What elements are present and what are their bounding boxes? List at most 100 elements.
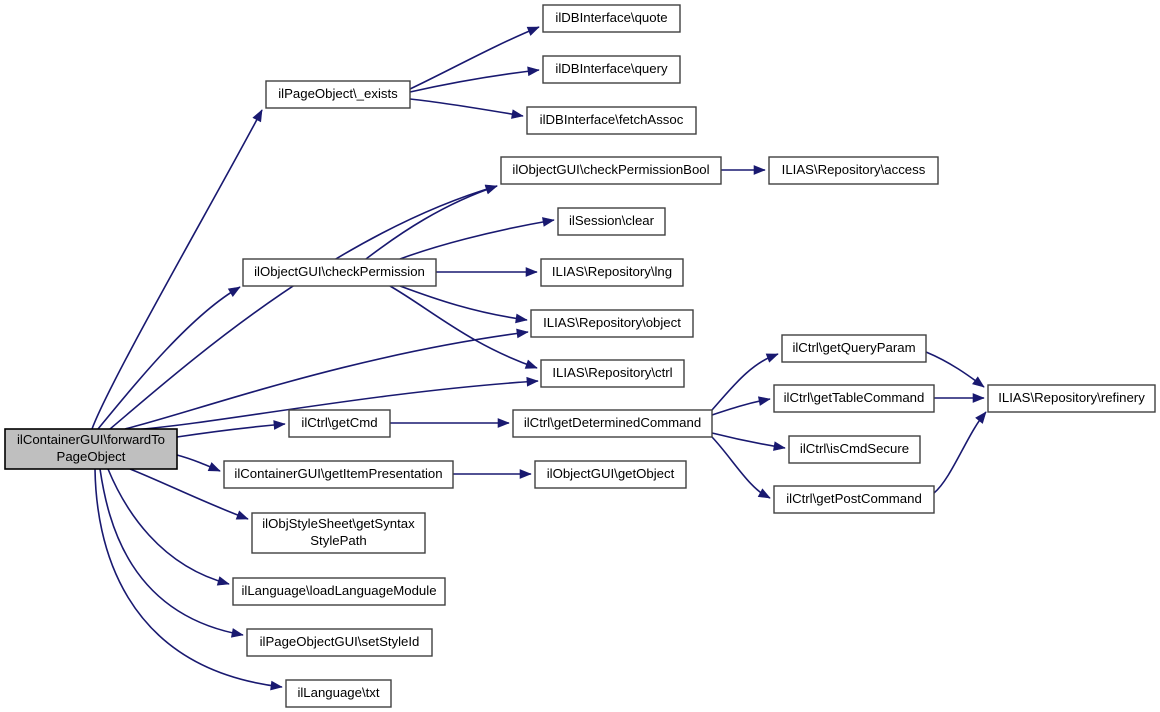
arrow-head-icon: [972, 393, 985, 403]
arrow-head-icon: [216, 576, 230, 586]
edge-line: [107, 468, 230, 585]
node-quote[interactable]: ilDBInterface\quote: [542, 4, 681, 33]
node-label: ilContainerGUI\getItemPresentation: [234, 466, 442, 481]
edge-getpostcommand-to-refinery: [933, 411, 987, 494]
arrow-head-icon: [511, 109, 524, 119]
node-label: ilCtrl\getQueryParam: [792, 340, 915, 355]
node-box[interactable]: [223, 460, 454, 489]
edge-exists-to-query: [409, 66, 540, 93]
node-exists[interactable]: ilPageObject\_exists: [265, 80, 411, 109]
node-query[interactable]: ilDBInterface\query: [542, 55, 681, 84]
node-getitempresentation[interactable]: ilContainerGUI\getItemPresentation: [223, 460, 454, 489]
node-box[interactable]: [232, 577, 446, 606]
node-ctrl[interactable]: ILIAS\Repository\ctrl: [540, 359, 685, 388]
node-box[interactable]: [542, 4, 681, 33]
arrow-head-icon: [497, 418, 510, 428]
node-label: ilPageObjectGUI\setStyleId: [260, 634, 420, 649]
arrow-head-icon: [524, 359, 538, 369]
edge-line: [124, 331, 529, 430]
edge-root-to-getsyntaxstylepath: [129, 468, 249, 520]
edge-getqueryparam-to-refinery: [925, 351, 985, 388]
node-box[interactable]: [987, 384, 1156, 413]
edge-line: [176, 423, 286, 438]
edge-line: [129, 380, 539, 431]
node-getdeterminedcommand[interactable]: ilCtrl\getDeterminedCommand: [512, 409, 713, 438]
node-gettablecommand[interactable]: ilCtrl\getTableCommand: [773, 384, 935, 413]
edge-root-to-ctrl: [129, 376, 539, 431]
node-box[interactable]: [781, 334, 927, 363]
node-refinery[interactable]: ILIAS\Repository\refinery: [987, 384, 1156, 413]
node-checkpermissionbool[interactable]: ilObjectGUI\checkPermissionBool: [500, 156, 722, 185]
edge-exists-to-quote: [409, 26, 540, 90]
node-checkpermission[interactable]: ilObjectGUI\checkPermission: [242, 258, 437, 287]
node-getqueryparam[interactable]: ilCtrl\getQueryParam: [781, 334, 927, 363]
node-iscmdsecure[interactable]: ilCtrl\isCmdSecure: [788, 435, 921, 464]
edge-line: [711, 436, 771, 499]
node-getcmd[interactable]: ilCtrl\getCmd: [288, 409, 391, 438]
edge-line: [409, 98, 524, 117]
node-label: ilPageObject\_exists: [278, 86, 398, 101]
node-box[interactable]: [530, 309, 694, 338]
edge-line: [99, 468, 244, 636]
node-object[interactable]: ILIAS\Repository\object: [530, 309, 694, 338]
node-box[interactable]: [265, 80, 411, 109]
arrow-head-icon: [526, 26, 540, 36]
node-box[interactable]: [4, 428, 178, 470]
node-box[interactable]: [246, 628, 433, 657]
node-box[interactable]: [557, 207, 666, 236]
node-setstyleid[interactable]: ilPageObjectGUI\setStyleId: [246, 628, 433, 657]
node-getpostcommand[interactable]: ilCtrl\getPostCommand: [773, 485, 935, 514]
node-sessionclear[interactable]: ilSession\clear: [557, 207, 666, 236]
node-label: ilContainerGUI\forwardTo: [17, 432, 165, 447]
node-box[interactable]: [242, 258, 437, 287]
node-label: ILIAS\Repository\lng: [552, 264, 672, 279]
node-box[interactable]: [768, 156, 939, 185]
edge-getdeterminedcommand-to-getpostcommand: [711, 436, 771, 499]
node-label: PageObject: [57, 449, 126, 464]
node-label: ilLanguage\txt: [297, 685, 379, 700]
node-box[interactable]: [500, 156, 722, 185]
node-fetchassoc[interactable]: ilDBInterface\fetchAssoc: [526, 106, 697, 135]
node-label: ILIAS\Repository\ctrl: [552, 365, 672, 380]
node-box[interactable]: [540, 258, 684, 287]
node-label: ILIAS\Repository\refinery: [998, 390, 1145, 405]
node-getobject[interactable]: ilObjectGUI\getObject: [534, 460, 687, 489]
edge-checkpermission-to-lng: [436, 267, 538, 277]
edge-root-to-txt: [94, 468, 283, 691]
node-box[interactable]: [526, 106, 697, 135]
arrow-head-icon: [526, 376, 539, 387]
edge-checkpermissionbool-to-access: [721, 165, 766, 175]
edges-layer: [91, 26, 987, 691]
node-box[interactable]: [542, 55, 681, 84]
edge-line: [365, 185, 498, 260]
node-box[interactable]: [788, 435, 921, 464]
node-box[interactable]: [773, 384, 935, 413]
node-box[interactable]: [534, 460, 687, 489]
edge-root-to-object: [124, 328, 529, 430]
arrow-head-icon: [273, 420, 286, 430]
node-label: ilDBInterface\fetchAssoc: [540, 112, 684, 127]
node-box[interactable]: [251, 512, 426, 554]
node-label: StylePath: [310, 533, 366, 548]
node-box[interactable]: [288, 409, 391, 438]
node-box[interactable]: [773, 485, 935, 514]
edge-getdeterminedcommand-to-getqueryparam: [711, 353, 779, 411]
node-access[interactable]: ILIAS\Repository\access: [768, 156, 939, 185]
node-loadlanguagemodule[interactable]: ilLanguage\loadLanguageModule: [232, 577, 446, 606]
node-box[interactable]: [285, 679, 392, 708]
node-box[interactable]: [540, 359, 685, 388]
edge-root-to-checkpermission: [97, 286, 241, 430]
node-label: ilCtrl\isCmdSecure: [800, 441, 909, 456]
arrow-head-icon: [516, 328, 529, 339]
arrow-head-icon: [270, 680, 283, 691]
node-txt[interactable]: ilLanguage\txt: [285, 679, 392, 708]
arrow-head-icon: [227, 286, 241, 297]
node-box[interactable]: [512, 409, 713, 438]
node-label: ilObjectGUI\checkPermission: [254, 264, 425, 279]
node-lng[interactable]: ILIAS\Repository\lng: [540, 258, 684, 287]
edge-checkpermission-to-ctrl: [389, 285, 538, 369]
node-label: ilObjStyleSheet\getSyntax: [262, 516, 415, 531]
